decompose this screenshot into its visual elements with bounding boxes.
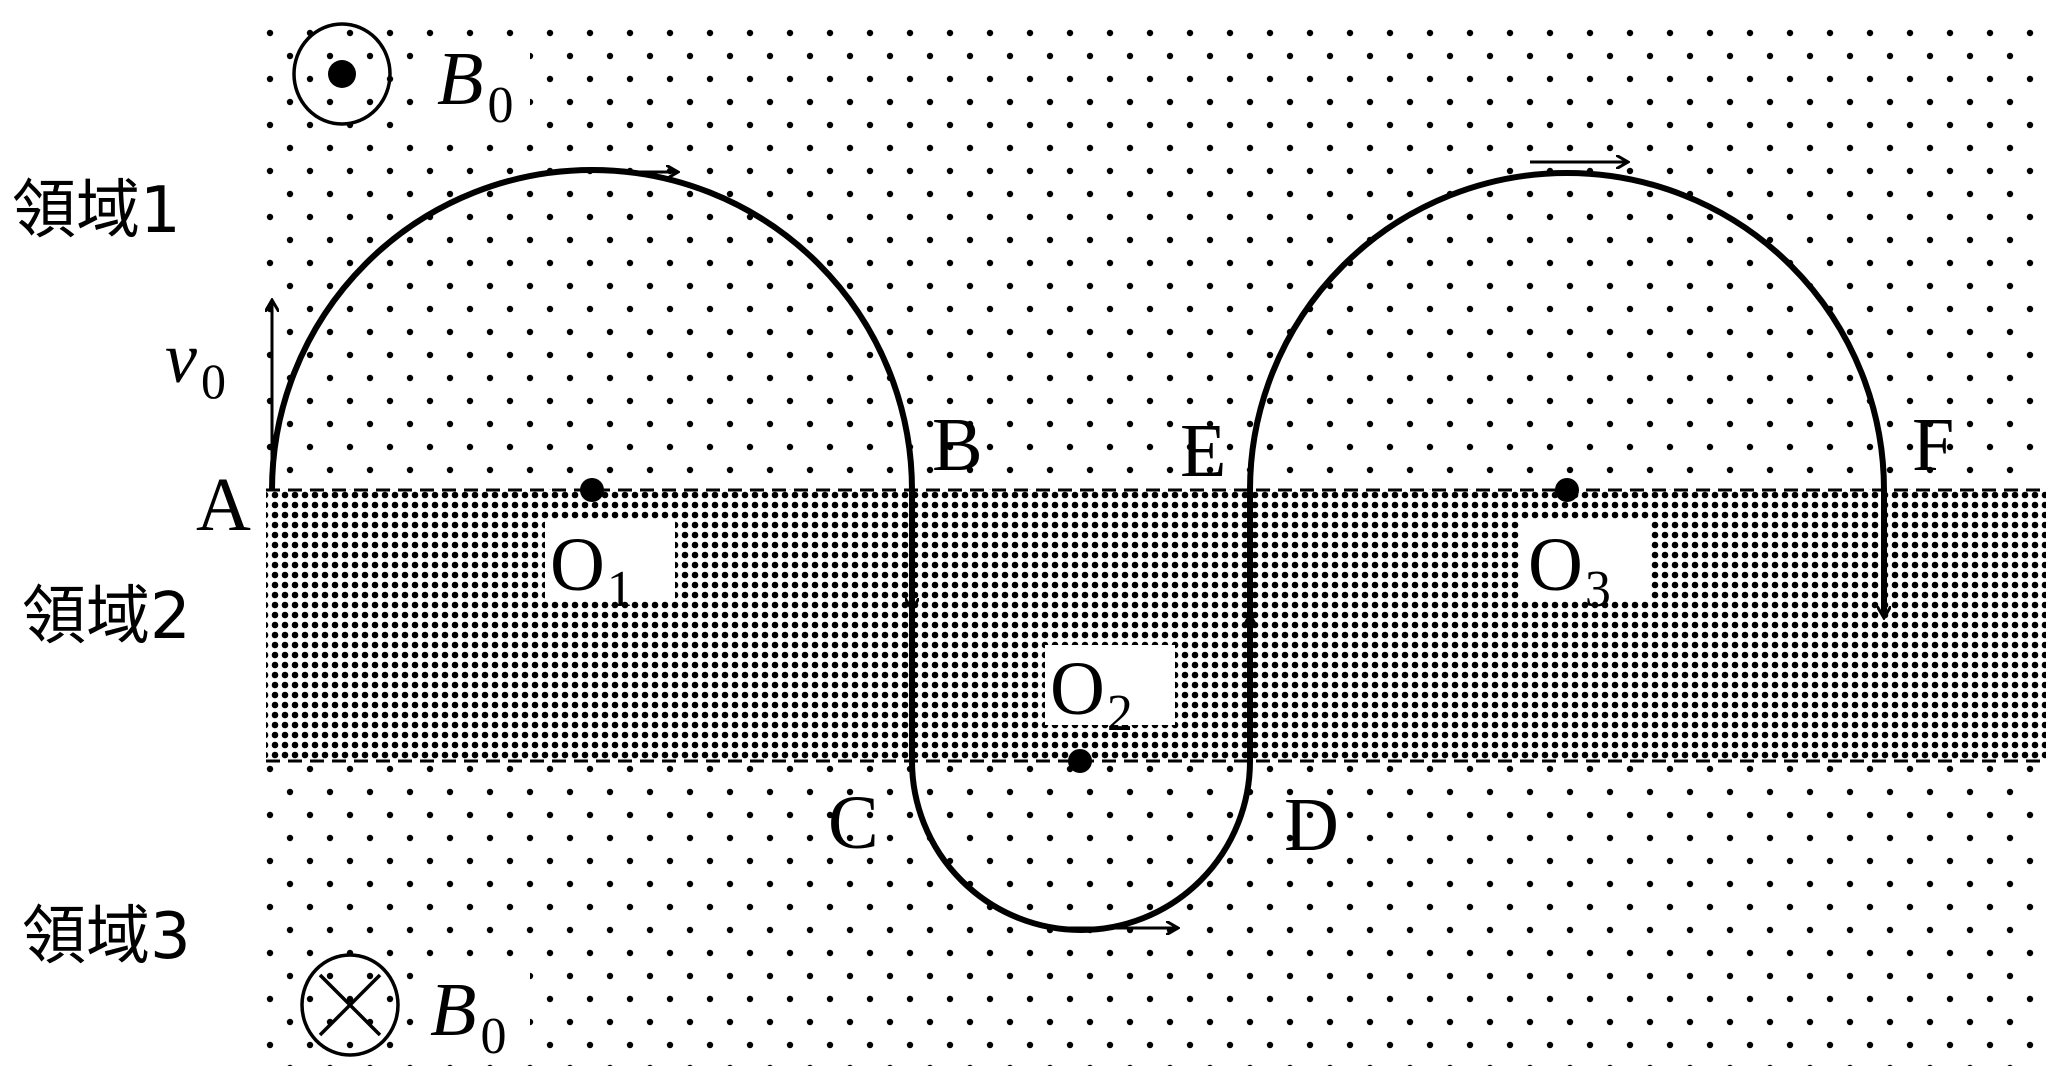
region-3-label: 領域3 xyxy=(22,900,191,974)
center-o3-dot xyxy=(1555,478,1579,502)
center-o1-label: O1 xyxy=(550,523,633,618)
velocity-label: v0 xyxy=(165,318,226,409)
center-o1-dot xyxy=(580,478,604,502)
center-o3-label: O3 xyxy=(1528,523,1611,618)
field-label-bottom: B0 xyxy=(430,968,506,1065)
point-f-label: F xyxy=(1912,403,1954,487)
region-2-label: 領域2 xyxy=(22,580,191,654)
out-of-page-icon xyxy=(292,22,392,126)
point-c-label: C xyxy=(828,781,879,865)
center-o2-label: O2 xyxy=(1050,647,1133,742)
region-1-label: 領域1 xyxy=(12,174,181,248)
region-1-field xyxy=(266,20,2046,490)
trajectory-path xyxy=(269,167,1887,933)
center-o2-dot xyxy=(1068,749,1092,773)
into-page-icon xyxy=(300,953,400,1057)
point-e-label: E xyxy=(1180,409,1226,493)
field-label-top: B0 xyxy=(437,37,513,134)
point-a-label: A xyxy=(196,463,251,547)
point-d-label: D xyxy=(1284,783,1339,867)
point-b-label: B xyxy=(932,403,983,487)
